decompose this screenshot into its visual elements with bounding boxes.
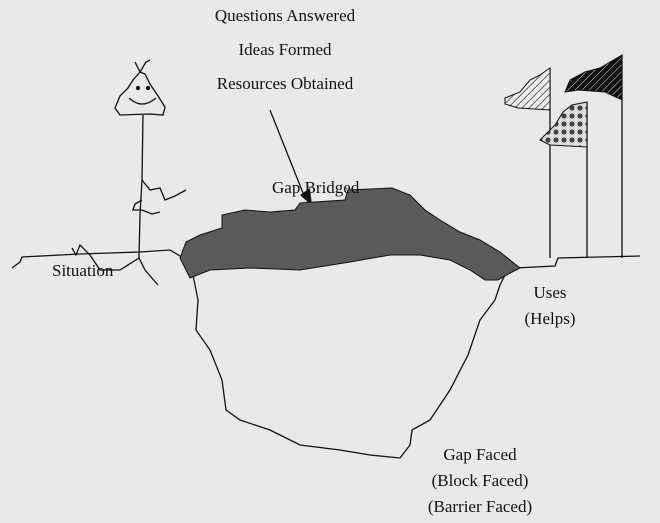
- barrier-faced-label: (Barrier Faced): [427, 497, 533, 516]
- uses-ground: [514, 255, 641, 269]
- person-smile: [128, 97, 157, 105]
- flag-dark-hatched: [564, 54, 623, 101]
- flag-light-hatched: [504, 67, 551, 111]
- person-body: [138, 114, 159, 286]
- person-head: [114, 71, 166, 116]
- gap-faced-label: Gap Faced: [443, 445, 517, 464]
- person-arm: [141, 179, 187, 201]
- gap-chasm: [179, 255, 511, 459]
- outcome-ideas-formed: Ideas Formed: [238, 40, 332, 59]
- block-faced-label: (Block Faced): [431, 471, 529, 490]
- outcome-questions-answered: Questions Answered: [214, 6, 356, 25]
- uses-label: Uses: [533, 283, 567, 302]
- helps-label: (Helps): [524, 309, 576, 328]
- person-loop: [132, 199, 161, 215]
- flag-dotted: [539, 101, 588, 148]
- gap-bridged-label: Gap Bridged: [272, 178, 360, 197]
- person-hair: [134, 59, 151, 73]
- arrow-head: [300, 188, 312, 206]
- person-leg: [71, 243, 140, 271]
- arrow: [269, 109, 306, 199]
- situation-label: Situation: [52, 261, 114, 280]
- outcome-resources-obtained: Resources Obtained: [216, 74, 354, 93]
- gap-bridge: [179, 187, 521, 281]
- situation-ground: [11, 249, 181, 269]
